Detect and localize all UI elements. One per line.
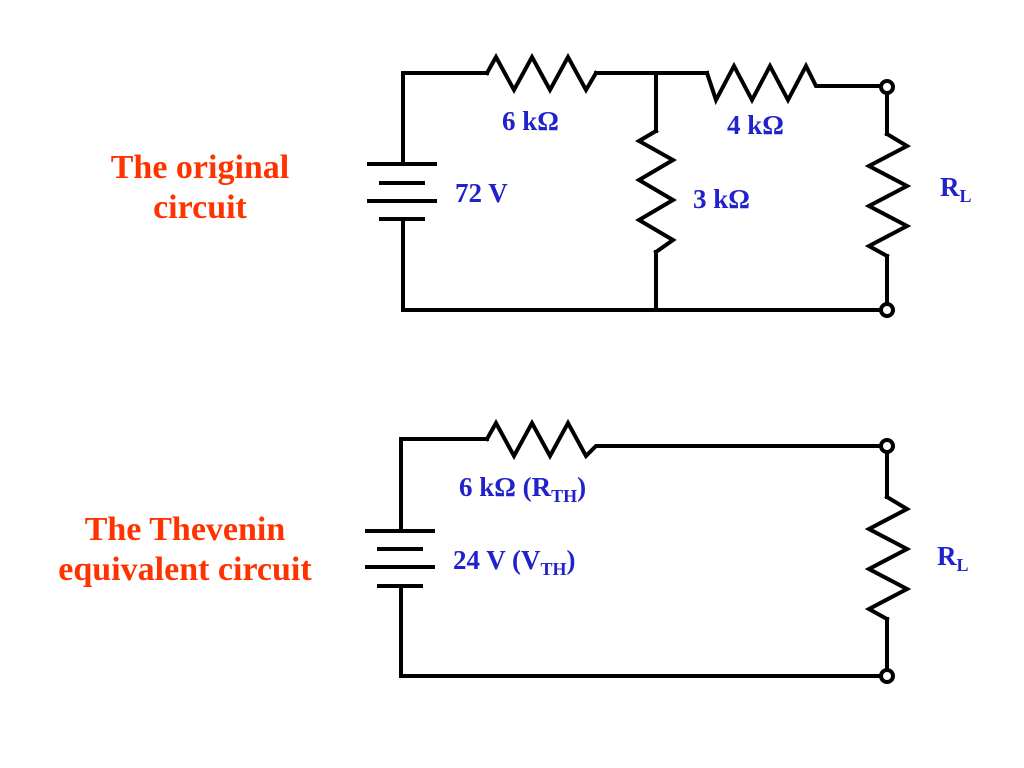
- thevenin-rl-sub: L: [956, 555, 969, 575]
- original-title-line-2: circuit: [153, 189, 247, 226]
- original-label-6k: 6 kΩ: [502, 106, 559, 136]
- original-resistor-4k: [704, 61, 886, 106]
- thevenin-terminal-bottom: [879, 668, 895, 684]
- original-rl-main: R: [940, 172, 960, 202]
- original-resistor-rl: [864, 131, 912, 259]
- original-title-line-1: The original: [110, 149, 290, 186]
- original-label-source: 72 V: [455, 178, 508, 208]
- thevenin-wire-bottom: [399, 584, 883, 678]
- original-label-rl: RL: [940, 172, 972, 206]
- original-label-4k: 4 kΩ: [727, 110, 784, 140]
- thevenin-label-rth: 6 kΩ (RTH): [459, 472, 587, 506]
- original-resistor-3k: [634, 128, 678, 255]
- original-circuit-title: The original circuit: [60, 148, 340, 228]
- original-resistor-6k: [484, 52, 599, 95]
- thevenin-resistor-rth: [484, 418, 883, 461]
- thevenin-label-vth: 24 V (VTH): [453, 545, 576, 579]
- thevenin-vth-sub: TH: [540, 559, 567, 579]
- thevenin-label-rl: RL: [937, 541, 969, 575]
- thevenin-rth-sub: TH: [551, 486, 578, 506]
- original-circuit: [367, 52, 912, 318]
- original-rl-sub: L: [959, 186, 972, 206]
- original-wire-top-left: [401, 71, 489, 166]
- original-wire-bottom: [401, 217, 883, 312]
- original-terminal-top: [879, 79, 895, 95]
- thevenin-rth-close: ): [577, 472, 587, 502]
- thevenin-wire-top-left: [399, 437, 489, 533]
- thevenin-circuit-title: The Thevenin equivalent circuit: [20, 510, 350, 590]
- thevenin-rth-main: 6 kΩ (R: [459, 472, 552, 502]
- thevenin-terminal-top: [879, 438, 895, 454]
- thevenin-vth-close: ): [566, 545, 576, 575]
- thevenin-circuit: [365, 418, 912, 684]
- thevenin-vth-main: 24 V (V: [453, 545, 541, 575]
- thevenin-title-line-2: equivalent circuit: [58, 551, 312, 588]
- original-label-3k: 3 kΩ: [693, 184, 750, 214]
- thevenin-resistor-rl: [864, 494, 912, 622]
- thevenin-title-line-1: The Thevenin: [84, 511, 286, 548]
- thevenin-rl-main: R: [937, 541, 957, 571]
- original-terminal-bottom: [879, 302, 895, 318]
